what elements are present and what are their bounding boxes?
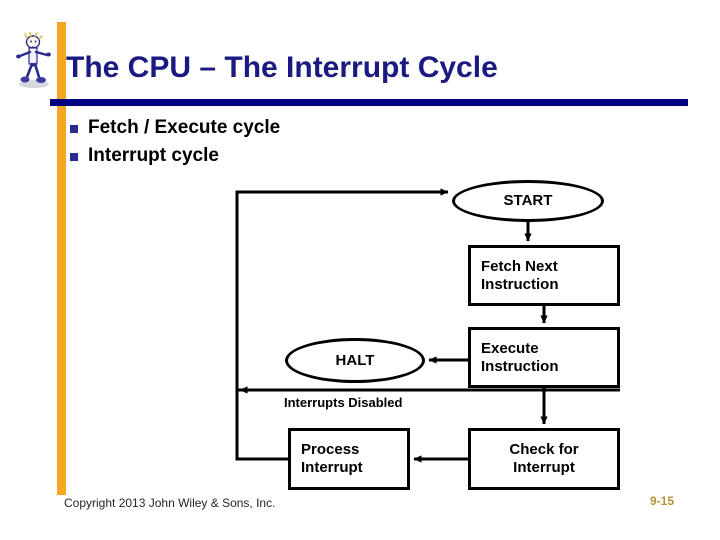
bullet-label: Interrupt cycle xyxy=(88,145,219,166)
bullet-list: Fetch / Execute cycle Interrupt cycle xyxy=(70,116,490,172)
title-underline-rule xyxy=(50,99,688,106)
list-item: Interrupt cycle xyxy=(70,144,490,169)
flow-node-label-line1: Process xyxy=(301,441,360,458)
flow-node-label: START xyxy=(503,192,553,209)
copyright-notice: Copyright 2013 John Wiley & Sons, Inc. xyxy=(64,496,276,510)
bullet-label: Fetch / Execute cycle xyxy=(88,117,281,138)
flow-node-process-interrupt[interactable]: Process Interrupt xyxy=(288,428,410,490)
square-bullet-icon xyxy=(70,153,78,161)
stick-figure-mascot-icon xyxy=(12,31,56,90)
flow-node-start[interactable]: START xyxy=(452,180,604,222)
flow-node-label-line2: Instruction xyxy=(481,275,559,293)
flow-node-label-line2: Instruction xyxy=(481,357,559,375)
flow-node-check-for-interrupt[interactable]: Check for Interrupt xyxy=(468,428,620,490)
square-bullet-icon xyxy=(70,125,78,133)
page-title: The CPU – The Interrupt Cycle xyxy=(66,51,498,84)
flow-node-label-line1: Fetch Next xyxy=(481,257,558,275)
flow-node-label: HALT xyxy=(335,351,375,369)
flow-node-label-line1: Execute xyxy=(481,339,539,357)
page-number: 9-15 xyxy=(650,494,675,508)
flow-node-fetch-next-instruction[interactable]: Fetch Next Instruction xyxy=(468,245,620,306)
flow-node-label-line2: Interrupt xyxy=(301,459,363,476)
flow-node-label-line1: Check for xyxy=(509,441,579,458)
flow-node-halt[interactable]: HALT xyxy=(285,338,425,383)
list-item: Fetch / Execute cycle xyxy=(70,116,490,141)
flow-node-execute-instruction[interactable]: Execute Instruction xyxy=(468,327,620,388)
flow-node-label-line2: Interrupt xyxy=(513,459,575,476)
edge-label-interrupts-disabled: Interrupts Disabled xyxy=(284,395,403,410)
orange-accent-bar xyxy=(57,22,66,495)
